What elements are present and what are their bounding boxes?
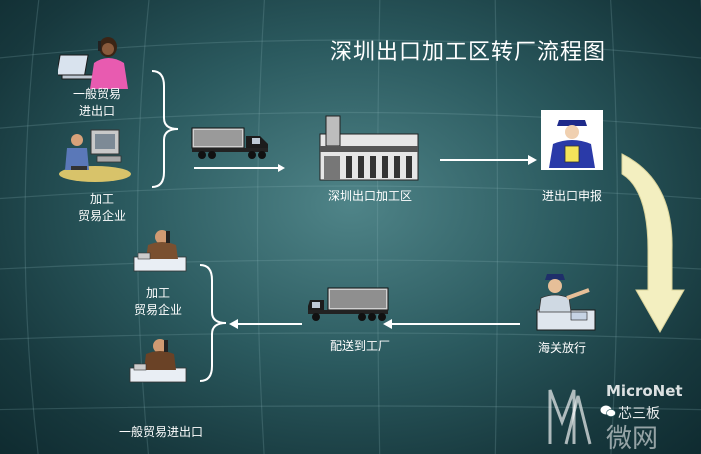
watermark-channel: 芯三板: [618, 406, 660, 422]
watermark-cn: 微网: [606, 424, 659, 454]
man-on-phone-icon: [133, 230, 187, 272]
bottom-brace-icon: [199, 264, 227, 382]
general-trade-bottom-label: 一般贸易进出口: [118, 425, 203, 439]
deliver-factory-label: 配送到工厂: [329, 339, 390, 353]
szepz-label: 深圳出口加工区: [327, 189, 412, 203]
flow-arrow-truck-to-zone: [194, 164, 285, 172]
watermark-brand: MicroNet: [606, 382, 683, 400]
micronet-logo-icon: [548, 389, 592, 445]
top-brace-icon: [151, 70, 179, 188]
customs-release-label: 海关放行: [537, 341, 586, 355]
flow-arrow-release-to-truck: [383, 319, 520, 329]
declaration-label: 进出口申报: [541, 189, 602, 203]
person-with-laptop-icon: [58, 37, 128, 89]
customs-officer-icon: [541, 110, 603, 170]
curved-arrow-down-icon: [621, 153, 685, 334]
page-title: 深圳出口加工区转厂流程图: [329, 40, 606, 65]
customs-officer-release-icon: [536, 274, 596, 331]
processing-trade-top-label: 加工 贸易企业: [77, 192, 126, 223]
man-on-phone-bottom-icon: [129, 339, 187, 383]
truck-icon: [191, 127, 268, 159]
processing-trade-bottom-label: 加工 贸易企业: [133, 286, 182, 317]
person-at-computer-icon: [59, 129, 131, 182]
flow-arrow-truck-to-brace: [229, 319, 302, 329]
delivery-truck-icon: [308, 287, 389, 321]
general-trade-top-label: 一般贸易 进出口: [72, 87, 121, 118]
flow-arrow-zone-to-declaration: [440, 155, 537, 165]
factory-building-icon: [319, 115, 419, 181]
wechat-icon: [600, 405, 616, 417]
